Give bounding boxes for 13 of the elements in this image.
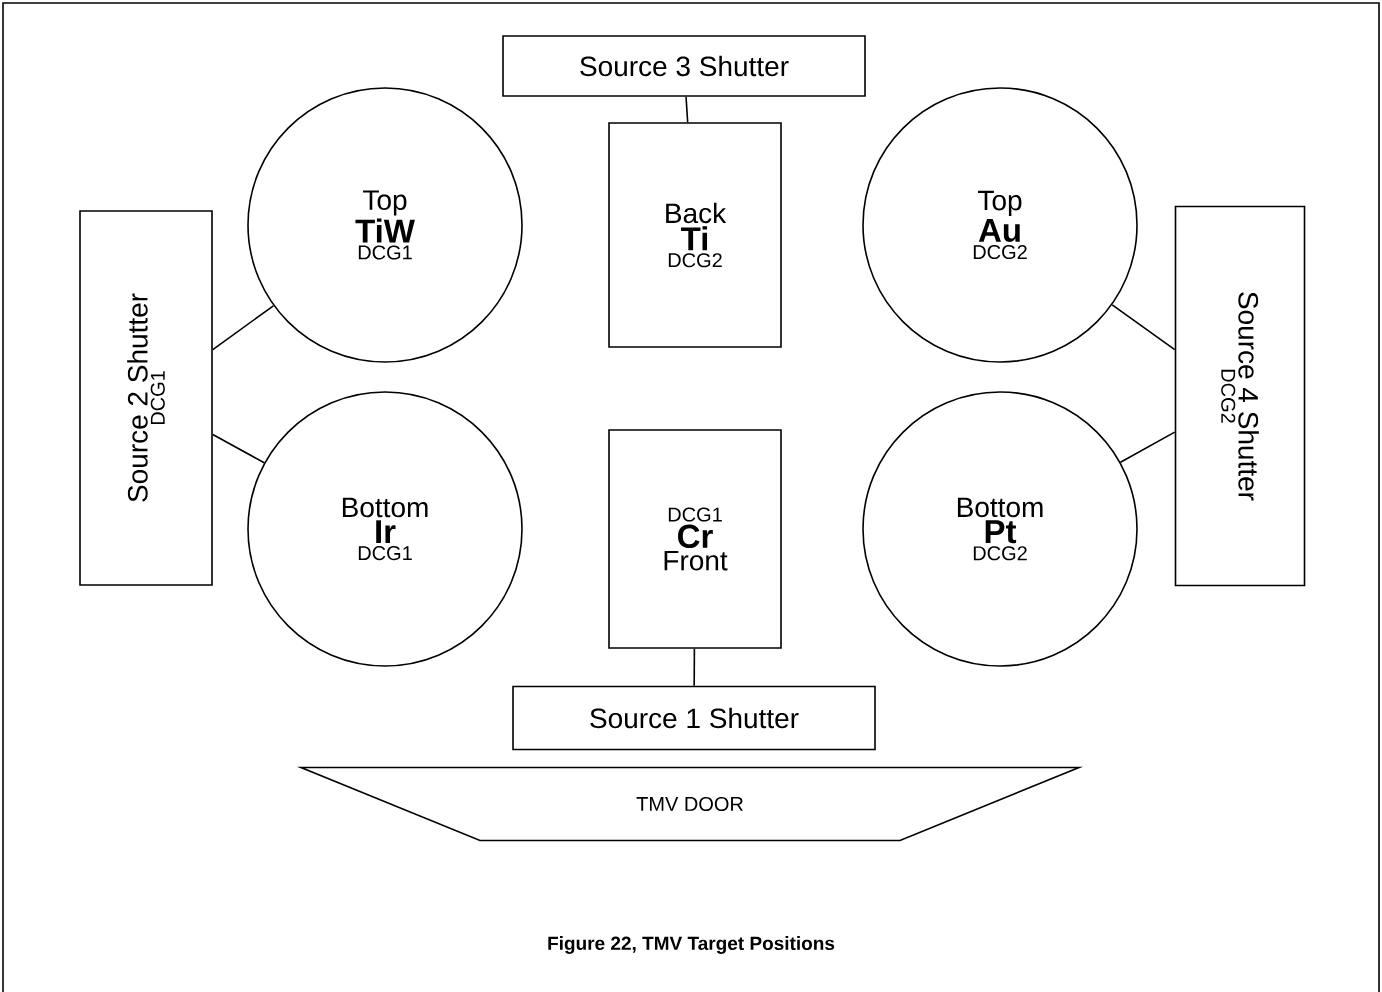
shutter-box: Source 4 Shutter DCG2 bbox=[1174, 205, 1306, 587]
target-box: Back Ti DCG2 bbox=[608, 122, 782, 348]
connector-line bbox=[212, 304, 275, 351]
connector-line bbox=[693, 648, 696, 687]
connector-line bbox=[1111, 304, 1176, 351]
shutter-box: Source 3 Shutter bbox=[502, 35, 866, 97]
shutter-box: Source 1 Shutter bbox=[512, 685, 876, 751]
connector-line bbox=[1119, 431, 1176, 463]
figure-caption: Figure 22, TMV Target Positions bbox=[548, 936, 835, 954]
connector-line bbox=[212, 433, 265, 464]
target-box: DCG1 Cr Front bbox=[608, 429, 782, 649]
shutter-box: Source 2 Shutter DCG1 bbox=[79, 210, 213, 586]
connector-line bbox=[685, 96, 689, 123]
